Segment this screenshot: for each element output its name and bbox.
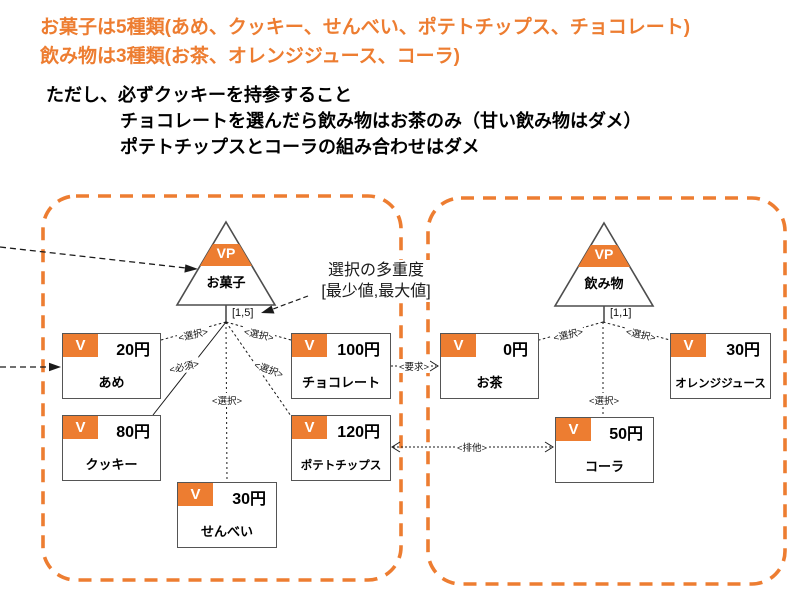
annotation-arrow: [272, 295, 309, 310]
price-label: 120円: [337, 424, 380, 441]
drink-group-border: [426, 196, 787, 586]
snack-vp-tag: VP: [216, 245, 236, 261]
external-arrow-to-vp: [0, 246, 187, 269]
feature-box-ocha: V 0円 お茶: [440, 333, 539, 399]
edge-label-requires: <要求>: [397, 359, 431, 373]
price-label: 30円: [726, 342, 760, 359]
snack-group-border: [41, 194, 403, 582]
constraint-note-1: ただし、必ずクッキーを持参すること: [46, 85, 352, 105]
edge-select-chocolate: [225, 321, 292, 341]
price-label: 0円: [503, 342, 528, 359]
variant-tag: V: [292, 416, 327, 439]
feature-box-orange-juice: V 30円 オレンジジュース: [670, 333, 771, 399]
drink-multiplicity: [1,1]: [609, 307, 633, 319]
feature-box-senbei: V 30円 せんべい: [177, 482, 277, 548]
variant-tag: V: [671, 334, 706, 357]
variant-tag: V: [63, 334, 98, 357]
edge-label-excludes: <排他>: [455, 440, 489, 454]
variant-tag: V: [441, 334, 476, 357]
drink-vp-name: 飲み物: [584, 276, 624, 291]
edge-excludes-head-left: [391, 441, 401, 453]
price-label: 100円: [337, 342, 380, 359]
feature-name: クッキー: [85, 457, 138, 472]
feature-name: オレンジジュース: [675, 378, 766, 390]
drink-vp-band: [578, 245, 630, 267]
annotation-arrow-head: [261, 305, 275, 314]
price-label: 20円: [116, 342, 150, 359]
edge-select-ame: [160, 321, 227, 341]
annotation-line1: 選択の多重度: [327, 262, 424, 279]
slide-title-line2: 飲み物は3種類(お茶、オレンジジュース、コーラ): [40, 46, 460, 67]
multiplicity-annotation: 選択の多重度 [最少値,最大値]: [312, 260, 440, 302]
feature-box-potato-chips: V 120円 ポテトチップス: [291, 415, 391, 481]
edge-select-orange-juice: [602, 321, 671, 341]
feature-box-chocolate: V 100円 チョコレート: [291, 333, 391, 399]
price-label: 30円: [232, 491, 266, 508]
variant-tag: V: [63, 416, 98, 439]
edge-select-ocha: [538, 321, 604, 341]
feature-box-cola: V 50円 コーラ: [555, 417, 654, 483]
slide-title-line1: お菓子は5種類(あめ、クッキー、せんべい、ポテトチップス、チョコレート): [40, 17, 691, 38]
feature-box-cookie: V 80円 クッキー: [62, 415, 161, 481]
feature-name: お茶: [476, 375, 503, 390]
external-arrow-to-vp-head: [184, 264, 198, 273]
edge-excludes-head-right: [544, 441, 554, 453]
constraint-note-3: ポテトチップスとコーラの組み合わせはダメ: [120, 137, 480, 157]
edge-label-select: <選択>: [210, 393, 244, 407]
feature-name: せんべい: [200, 524, 253, 539]
snack-multiplicity: [1,5]: [231, 307, 255, 319]
snack-vp-name: お菓子: [206, 275, 246, 290]
snack-vp-band: [200, 244, 252, 266]
price-label: 80円: [116, 424, 150, 441]
variant-tag: V: [556, 418, 591, 441]
external-arrow-to-variant-head: [49, 362, 61, 372]
edge-label-select: <選択>: [587, 393, 621, 407]
edge-requires-head: [429, 360, 439, 372]
feature-name: チョコレート: [301, 375, 380, 390]
drink-vp-tag: VP: [594, 246, 614, 262]
variant-tag: V: [178, 483, 213, 506]
feature-name: あめ: [98, 375, 125, 390]
variant-tag: V: [292, 334, 327, 357]
feature-name: ポテトチップス: [300, 460, 382, 472]
annotation-line2: [最少値,最大値]: [321, 283, 431, 300]
feature-box-ame: V 20円 あめ: [62, 333, 161, 399]
feature-name: コーラ: [584, 459, 624, 474]
constraint-note-2: チョコレートを選んだら飲み物はお茶のみ（甘い飲み物はダメ）: [120, 111, 642, 131]
price-label: 50円: [609, 426, 643, 443]
